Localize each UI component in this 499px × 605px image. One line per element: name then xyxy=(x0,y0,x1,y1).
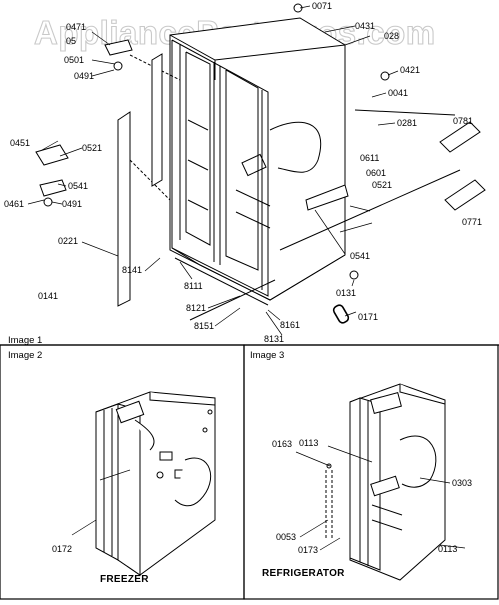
part-label: 0171 xyxy=(358,312,378,322)
part-label: 8111 xyxy=(184,281,203,291)
part-label: 0421 xyxy=(400,65,420,75)
trim-0611 xyxy=(305,184,349,211)
image1-cabinet-drawing xyxy=(129,17,461,321)
part-label: 0113 xyxy=(299,438,318,448)
part-label: 0541 xyxy=(350,251,370,261)
part-label: 8161 xyxy=(280,320,300,330)
part-label: 0601 xyxy=(366,168,386,178)
image1-leader-lines xyxy=(27,5,399,336)
image1-part-labels: 0071 0431 028 0471 05 0501 0491 0421 004… xyxy=(4,1,482,344)
refrigerator-title: REFRIGERATOR xyxy=(262,568,345,579)
part-label: 0041 xyxy=(388,88,408,98)
part-label: 0281 xyxy=(397,118,417,128)
image2-leader-lines xyxy=(71,469,131,536)
part-label: 0141 xyxy=(38,291,58,301)
part-label: 0163 xyxy=(272,439,292,449)
part-label: 0491 xyxy=(62,199,82,209)
caption-image1: Image 1 xyxy=(8,335,42,346)
fitting-0071 xyxy=(293,3,303,13)
image2-freezer-drawing xyxy=(95,391,216,576)
part-label: 0521 xyxy=(372,180,392,190)
part-label: 0461 xyxy=(4,199,24,209)
part-label: 0431 xyxy=(355,21,375,31)
part-label: 0611 xyxy=(360,153,379,163)
part-label: 0131 xyxy=(336,288,356,298)
image3-leader-lines xyxy=(295,445,466,551)
trim-0781 xyxy=(439,121,481,153)
part-label: 0541 xyxy=(68,181,88,191)
part-label: 8121 xyxy=(186,303,206,313)
hinge-bracket-top xyxy=(104,39,133,71)
door-panel-strip xyxy=(117,111,131,307)
part-label: 0771 xyxy=(462,217,482,227)
part-label: 0113 xyxy=(438,544,457,554)
part-label: 05 xyxy=(66,36,76,46)
part-label: 0303 xyxy=(452,478,472,488)
part-label: 0221 xyxy=(58,236,78,246)
part-label: 028 xyxy=(384,31,399,41)
part-label: 0491 xyxy=(74,71,94,81)
freezer-title: FREEZER xyxy=(100,574,149,585)
part-label: 0172 xyxy=(52,544,72,554)
caption-image2: Image 2 xyxy=(8,350,42,361)
part-label: 8141 xyxy=(122,265,142,275)
part-label: 0451 xyxy=(10,138,30,148)
part-label: 8131 xyxy=(264,334,284,344)
trim-0771 xyxy=(444,179,486,211)
grommet-0171 xyxy=(332,304,350,324)
fitting-0421 xyxy=(380,71,390,81)
part-label: 0471 xyxy=(66,22,86,32)
panel-frames xyxy=(0,344,499,600)
fitting-0131 xyxy=(349,270,359,280)
part-label: 0781 xyxy=(453,116,473,126)
hinge-bracket-bottom xyxy=(35,144,69,207)
part-label: 0173 xyxy=(298,545,318,555)
part-label: 0071 xyxy=(312,1,332,11)
part-label: 0053 xyxy=(276,532,296,542)
image3-refrigerator-drawing xyxy=(325,383,446,581)
rear-panel-strip xyxy=(151,53,163,187)
image3-part-labels: 0163 0113 0303 0053 0173 0113 xyxy=(272,438,472,555)
part-label: 0501 xyxy=(64,55,84,65)
part-label: 8151 xyxy=(194,321,214,331)
part-label: 0521 xyxy=(82,143,102,153)
caption-image3: Image 3 xyxy=(250,350,284,361)
